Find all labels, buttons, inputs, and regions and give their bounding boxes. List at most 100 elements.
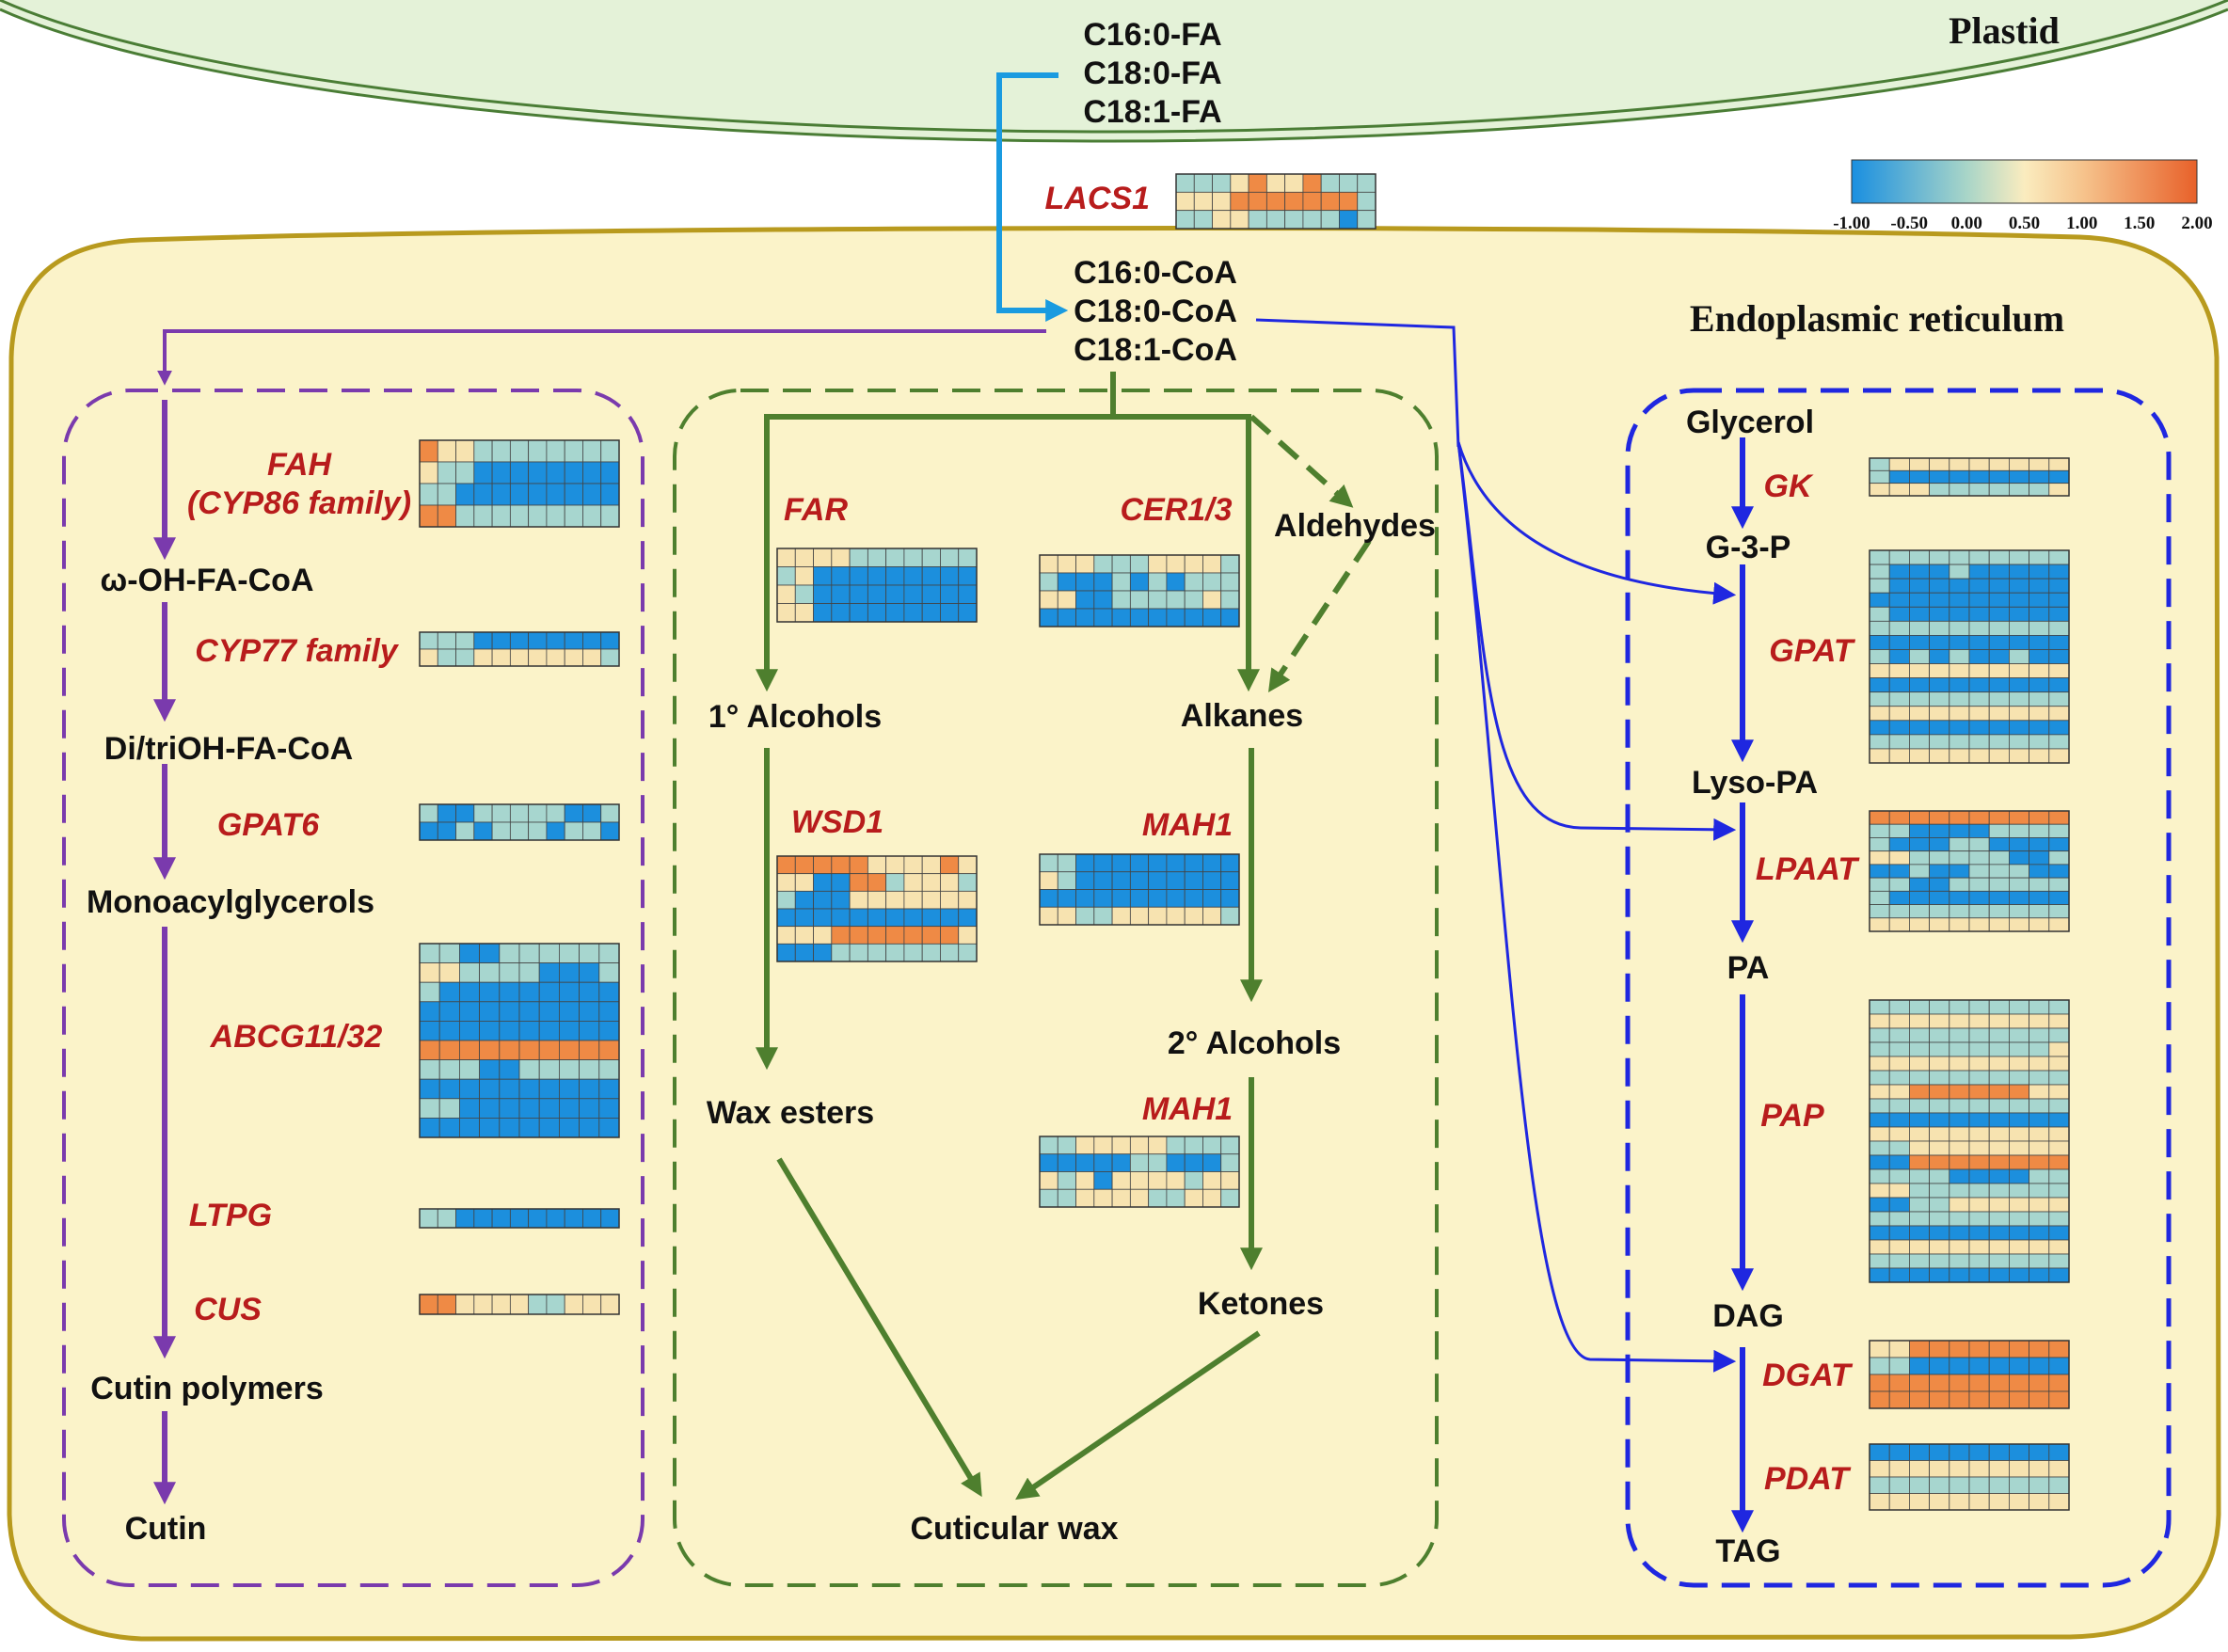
heatmap-cell: [559, 1001, 581, 1022]
heatmap-cell: [1949, 706, 1970, 722]
heatmap-cell: [1988, 1253, 2010, 1269]
heatmap-cell: [849, 566, 868, 586]
heatmap-cell: [1869, 1253, 1890, 1269]
heatmap-cell: [1968, 620, 1990, 636]
heatmap-cell: [1949, 734, 1970, 750]
heatmap-cell: [1909, 1154, 1931, 1170]
heatmap-cell: [419, 1294, 438, 1315]
heatmap-cell: [1888, 663, 1910, 679]
heatmap-cell: [2008, 1041, 2029, 1057]
heatmap-cell: [1949, 1493, 1970, 1511]
heatmap-cell: [1949, 469, 1970, 484]
metabolite-dihfacoa: Di/triOH-FA-CoA: [104, 731, 353, 767]
heatmap-cell: [958, 908, 978, 928]
heatmap-cell: [2048, 864, 2070, 879]
heatmap-cell: [528, 1208, 548, 1229]
heatmap-cell: [1929, 578, 1950, 594]
heatmap-cell: [1166, 608, 1186, 627]
heatmap-cell: [2029, 1183, 2050, 1199]
heatmap-cell: [518, 1021, 540, 1041]
heatmap-cell: [1988, 1013, 2010, 1029]
heatmap-cell: [1968, 1460, 1990, 1478]
heatmap-cell: [2008, 877, 2029, 892]
heatmap-cell: [1075, 889, 1095, 908]
heatmap-cell: [2048, 691, 2070, 707]
heatmap-cell: [2048, 1056, 2070, 1072]
heatmap-cell: [2008, 904, 2029, 919]
heatmap-cell: [1909, 877, 1931, 892]
heatmap-cell: [2008, 1460, 2029, 1478]
heatmap-cell: [528, 1294, 548, 1315]
heatmap-cell: [885, 943, 905, 962]
heatmap-cell: [1909, 606, 1931, 622]
heatmap-cell: [2048, 1112, 2070, 1128]
heatmap-cell: [2048, 877, 2070, 892]
heatmap-cell: [579, 1078, 600, 1100]
heatmap-cell: [582, 1208, 602, 1229]
heatmap-cell: [499, 1021, 520, 1041]
heatmap-cell: [528, 504, 548, 528]
heatmap-cell: [1075, 590, 1095, 610]
heatmap-cell: [438, 1098, 460, 1119]
heatmap-cell: [1968, 1056, 1990, 1072]
heatmap-frame: [419, 1294, 620, 1315]
heatmap-cell: [958, 890, 978, 910]
heatmap-cell: [1869, 734, 1890, 750]
heatmap-cell: [1869, 620, 1890, 636]
heatmap-cell: [1093, 853, 1113, 873]
heatmap-cell: [1988, 1070, 2010, 1086]
heatmap-cell: [499, 1078, 520, 1100]
heatmap-cell: [1949, 1027, 1970, 1043]
color-scale-tick: -1.00: [1833, 214, 1870, 233]
heatmap-cell: [1148, 572, 1168, 592]
heatmap-cell: [579, 1059, 600, 1080]
heatmap-cell: [849, 890, 868, 910]
heatmap-cell: [1166, 1171, 1186, 1190]
heatmap-cell: [1909, 706, 1931, 722]
heatmap-cell: [1968, 1197, 1990, 1213]
heatmap-cell: [1057, 1136, 1076, 1155]
gene-cer: CER1/3: [1120, 492, 1232, 528]
heatmap-cell: [1909, 691, 1931, 707]
color-scale-tick: -0.50: [1890, 214, 1928, 233]
heatmap-frame: [419, 803, 620, 841]
heatmap-cell: [1057, 889, 1076, 908]
heatmap-cell: [546, 439, 565, 463]
heatmap-cell: [1869, 1041, 1890, 1057]
heatmap-cell: [867, 943, 887, 962]
heatmap-cell: [538, 1001, 560, 1022]
heatmap-cell: [1968, 1374, 1990, 1392]
heatmap-cell: [867, 603, 887, 623]
heatmap-cell: [1888, 649, 1910, 664]
heatmap-cell: [1968, 635, 1990, 650]
heatmap-cell: [921, 584, 941, 604]
heatmap-cell: [1111, 1171, 1131, 1190]
heatmap-cell: [1888, 469, 1910, 484]
heatmap-cell: [1888, 1197, 1910, 1213]
heatmap-cell: [1888, 1098, 1910, 1114]
heatmap-cell: [1949, 1197, 1970, 1213]
gene-dgat: DGAT: [1762, 1358, 1854, 1393]
heatmap-cell: [2048, 677, 2070, 693]
heatmap-cell: [1988, 483, 2010, 497]
heatmap-cell: [2048, 1070, 2070, 1086]
heatmap-cell: [1949, 578, 1970, 594]
heatmap-cell: [2008, 1253, 2029, 1269]
heatmap-cell: [1949, 1013, 1970, 1029]
heatmap-cell: [455, 821, 475, 841]
heatmap-cell: [1869, 469, 1890, 484]
heatmap-cell: [1988, 635, 2010, 650]
heatmap-cell: [1869, 549, 1890, 565]
plastid-membrane-inner: [0, 8, 2228, 143]
heatmap-cell: [1988, 720, 2010, 736]
heatmap-cell: [1869, 1140, 1890, 1156]
heatmap-cell: [2048, 606, 2070, 622]
heatmap-cell: [528, 821, 548, 841]
heatmap-cell: [1184, 1136, 1203, 1155]
heatmap-frame: [1039, 554, 1240, 627]
heatmap-cell: [1869, 810, 1890, 825]
heatmap-cell: [1057, 590, 1076, 610]
heatmap-cell: [849, 855, 868, 875]
heatmap-cell: [528, 483, 548, 506]
heatmap-cell: [564, 461, 583, 484]
